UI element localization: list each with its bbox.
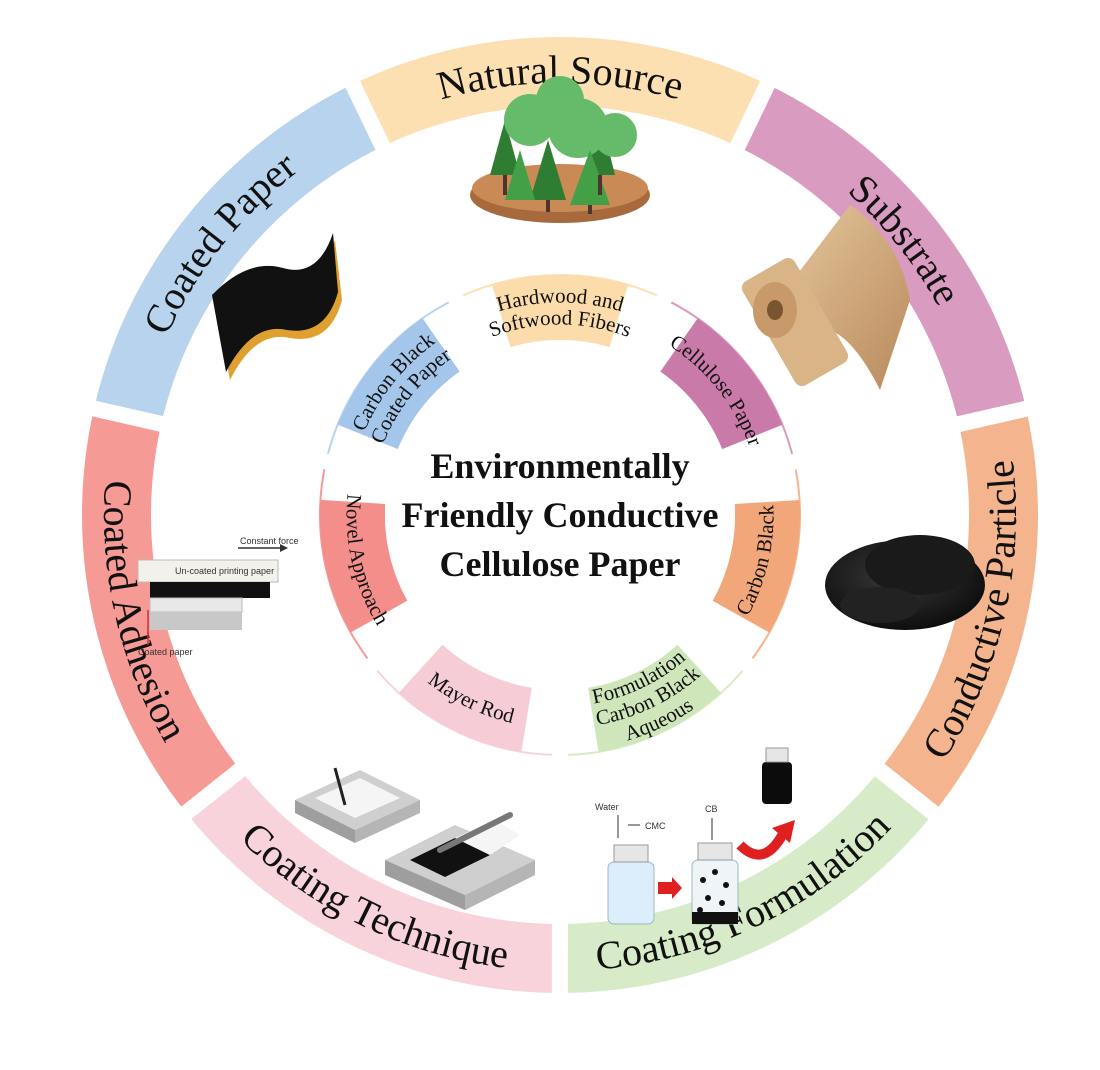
forest-illustration <box>470 76 650 223</box>
coated-sheet-illustration <box>212 233 342 380</box>
center-title-line-3: Cellulose Paper <box>440 544 681 584</box>
paper-roll-illustration <box>741 205 910 390</box>
segment-gap <box>626 73 779 366</box>
carbon-powder-illustration <box>825 535 985 630</box>
adhesion-illustration: Un-coated printing paper Constant force … <box>137 536 299 657</box>
formulation-water-label: Water <box>595 802 619 812</box>
adhesion-force-label: Constant force <box>240 536 299 546</box>
mayer-rod-illustration <box>295 767 535 910</box>
adhesion-coated-label: Coated paper <box>138 647 193 657</box>
segment-gap <box>723 399 1036 486</box>
center-title-line-1: Environmentally <box>430 446 689 486</box>
inner-band-coated-adhesion <box>320 499 408 633</box>
formulation-illustration: Water CMC CB <box>595 747 795 925</box>
segment-gap <box>174 614 433 825</box>
inner-band-substrate <box>660 318 783 450</box>
formulation-cb-label: CB <box>705 804 718 814</box>
outer-band-coating-technique <box>186 770 560 993</box>
inner-band-natural-source <box>492 275 629 348</box>
center-disk <box>385 340 735 690</box>
outer-band-coating-formulation <box>559 770 934 993</box>
segment-gap <box>84 398 397 485</box>
center-title-line-2: Friendly Conductive <box>401 495 718 535</box>
formulation-cmc-label: CMC <box>645 821 666 831</box>
inner-band-layer <box>320 275 800 752</box>
inner-band-coating-formulation <box>588 644 722 752</box>
inner-band-coated-paper <box>337 318 460 450</box>
segment-gap <box>687 614 945 825</box>
gap-layer <box>84 73 1036 1002</box>
outer-band-coated-paper <box>94 84 383 424</box>
adhesion-sheet-label: Un-coated printing paper <box>175 566 274 576</box>
inner-band-conductive-particle <box>712 499 800 633</box>
inner-band-coating-technique <box>398 644 532 752</box>
segment-gap <box>342 73 494 366</box>
